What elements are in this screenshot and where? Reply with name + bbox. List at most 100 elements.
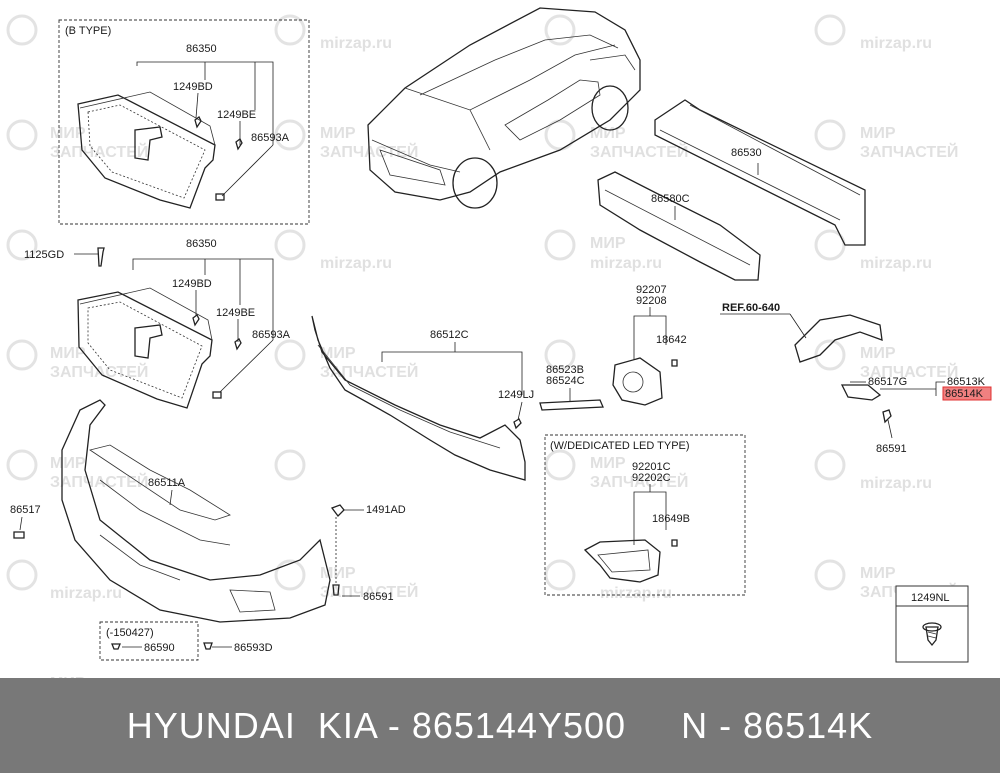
part-label-1125gd: 1125GD — [24, 249, 64, 261]
clip-icon — [212, 391, 222, 399]
bumper-molding — [539, 399, 604, 411]
part-label-1249be: 1249BE — [217, 109, 256, 121]
clip-icon — [330, 504, 345, 517]
bumper-reinforcement-beam — [654, 99, 866, 246]
energy-absorber — [597, 171, 761, 281]
bumper-lower-trim — [311, 315, 526, 481]
part-label-86591-bottom: 86591 — [363, 591, 394, 603]
part-number-footer: HYUNDAI KIA - 865144Y500 N - 86514K — [0, 678, 1000, 773]
watermark-text: МИР — [50, 675, 86, 678]
watermark-text: ЗАПЧАСТЕЙ — [860, 142, 958, 161]
part-label-86593d: 86593D — [234, 642, 273, 654]
part-label-18642: 18642 — [656, 334, 687, 346]
part-label-1249lj: 1249LJ — [498, 389, 534, 401]
screw-icon — [922, 622, 942, 647]
part-label-1249be-mid: 1249BE — [216, 307, 255, 319]
screw-icon — [513, 418, 522, 430]
part-label-86517: 86517 — [10, 504, 41, 516]
watermark-text: ЗАПЧАСТЕЙ — [590, 142, 688, 161]
part-label-86514k[interactable]: 86514K — [945, 388, 984, 400]
part-label-86517g: 86517G — [868, 376, 907, 388]
part-label-86590: 86590 — [144, 642, 175, 654]
watermark-text: МИР — [320, 345, 356, 362]
fog-lamp-group: 92207 92208 18642 — [612, 284, 687, 406]
watermark-text: МИР — [320, 125, 356, 142]
clip-icon — [203, 642, 213, 650]
ref-label: REF.60-640 — [722, 302, 780, 314]
led-type-box — [544, 434, 746, 596]
part-label-86513k: 86513K — [947, 376, 986, 388]
b-type-box — [58, 19, 310, 225]
screw-icon — [192, 314, 200, 327]
watermark-text: МИР — [860, 345, 896, 362]
part-label-1491ad: 1491AD — [366, 504, 406, 516]
fender-reference — [794, 314, 883, 363]
watermark-text: mirzap.ru — [50, 585, 122, 602]
part-label-92207: 92207 — [636, 284, 667, 296]
watermark-text: МИР — [320, 565, 356, 582]
clip-icon — [13, 531, 25, 539]
reference-group: REF.60-640 — [720, 302, 883, 363]
fasteners-group: 1491AD 86591 — [330, 504, 406, 603]
part-label-1249nl: 1249NL — [911, 592, 950, 604]
bumper-lower-group: 86512C 1249LJ — [311, 315, 534, 481]
bumper-beam-group: 86530 — [654, 99, 866, 246]
watermark-text: МИР — [590, 125, 626, 142]
watermark-text: МИР — [590, 455, 626, 472]
part-label-92202c: 92202C — [632, 472, 671, 484]
part-label-86511a: 86511A — [148, 477, 186, 489]
watermark-text: МИР — [50, 345, 86, 362]
watermark-text: mirzap.ru — [860, 35, 932, 52]
watermark-layer: mirzap.ru mirzap.ru mirzap.ru mirzap.ru … — [6, 14, 958, 678]
clip-icon — [215, 193, 225, 201]
watermark-text: mirzap.ru — [600, 585, 672, 602]
part-label-92201c: 92201C — [632, 461, 671, 473]
watermark-text: МИР — [50, 455, 86, 472]
date-code-group: (-150427) 86590 86593D — [99, 621, 273, 661]
part-label-1249bd-mid: 1249BD — [172, 278, 212, 290]
fog-lamp — [612, 357, 663, 406]
watermark-text: mirzap.ru — [590, 255, 662, 272]
watermark-text: mirzap.ru — [860, 475, 932, 492]
part-label-86350-mid: 86350 — [186, 238, 217, 250]
part-label-92208: 92208 — [636, 295, 667, 307]
screw-1249nl-box — [895, 585, 969, 663]
led-type-group: (W/DEDICATED LED TYPE) 92201C 92202C 186… — [544, 434, 746, 596]
screw-icon — [235, 138, 243, 151]
watermark-text: МИР — [590, 235, 626, 252]
radiator-grille-b-type — [77, 91, 216, 209]
watermark-text: ЗАПЧАСТЕЙ — [590, 472, 688, 491]
bulb-icon — [671, 539, 678, 547]
vehicle-illustration — [367, 7, 641, 209]
screw-icon — [234, 338, 242, 351]
bracket-group: 86517G 86513K 86514K 86591 — [840, 376, 992, 455]
part-label-18649b: 18649B — [652, 513, 690, 525]
molding-group: 86523B 86524C — [539, 364, 604, 411]
watermark-text: ЗАПЧАСТЕЙ — [50, 472, 148, 491]
screw-icon — [332, 584, 340, 596]
watermark-text: ЗАПЧАСТЕЙ — [50, 142, 148, 161]
energy-absorber-group: 86580C — [597, 171, 761, 281]
date-code-box — [99, 621, 199, 661]
watermark-text: ЗАПЧАСТЕЙ — [320, 362, 418, 381]
part-label-86530: 86530 — [731, 147, 762, 159]
parts-diagram: mirzap.ru mirzap.ru mirzap.ru mirzap.ru … — [6, 7, 992, 678]
part-label-86350: 86350 — [186, 43, 217, 55]
watermark-text: mirzap.ru — [320, 255, 392, 272]
led-type-label: (W/DEDICATED LED TYPE) — [550, 440, 690, 452]
part-label-86580c: 86580C — [651, 193, 690, 205]
watermark-logo-icon — [6, 14, 846, 591]
part-label-86593a: 86593A — [251, 132, 290, 144]
part-label-86524c: 86524C — [546, 375, 585, 387]
part-label-86523b: 86523B — [546, 364, 584, 376]
highlighted-part-86514k[interactable] — [942, 386, 992, 401]
bolt-icon — [97, 247, 105, 267]
bulb-icon — [671, 359, 678, 367]
watermark-text: ЗАПЧАСТЕЙ — [860, 362, 958, 381]
grille-group: 1125GD 86350 1249BD 1249BE 86593A — [24, 238, 291, 409]
part-label-86512c: 86512C — [430, 329, 469, 341]
b-type-group: (B TYPE) 86350 1249BD 1249BE 86593A — [58, 19, 310, 225]
screw-icon — [882, 409, 892, 424]
clip-icon — [111, 643, 121, 650]
